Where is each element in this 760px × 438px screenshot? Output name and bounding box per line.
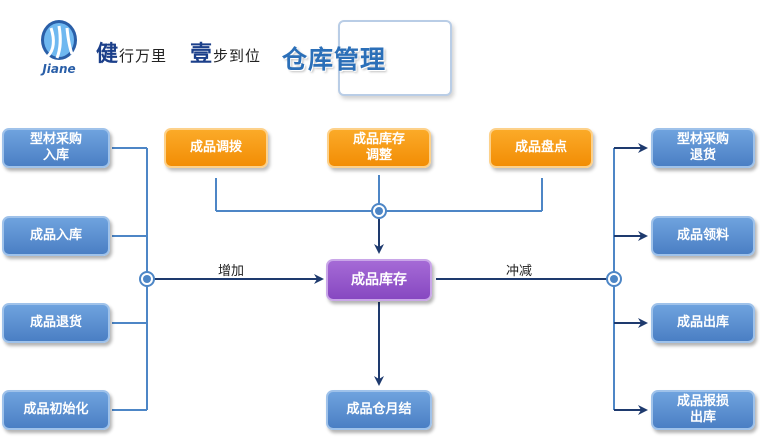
logo-icon: Jiane — [40, 20, 77, 76]
junction-dots — [139, 203, 622, 287]
node-product-scrap-out[interactable]: 成品报损 出库 — [651, 390, 755, 430]
slogan-2-rest: 步到位 — [213, 47, 262, 65]
company-logo: Jiane — [28, 16, 90, 76]
node-product-init[interactable]: 成品初始化 — [2, 390, 110, 430]
slogan-1-rest: 行万里 — [119, 47, 168, 65]
node-inventory-adjust[interactable]: 成品库存 调整 — [327, 128, 431, 168]
svg-text:Jiane: Jiane — [40, 62, 75, 76]
page-title: 仓库管理 — [282, 45, 387, 74]
edge-label-offset: 冲减 — [506, 264, 533, 279]
node-product-return[interactable]: 成品退货 — [2, 303, 110, 343]
node-product-inventory[interactable]: 成品库存 — [326, 259, 432, 301]
node-profile-purchase-return[interactable]: 型材采购 退货 — [651, 128, 755, 168]
node-product-transfer[interactable]: 成品调拨 — [164, 128, 268, 168]
slogan-2-big: 壹 — [190, 42, 214, 67]
slogan-1: 健行万里 — [96, 36, 167, 68]
node-profile-purchase-in[interactable]: 型材采购 入库 — [2, 128, 110, 168]
node-month-close[interactable]: 成品仓月结 — [326, 390, 432, 430]
node-product-stocktake[interactable]: 成品盘点 — [489, 128, 593, 168]
node-product-requisition[interactable]: 成品领料 — [651, 216, 755, 256]
slogan-1-big: 健 — [96, 42, 120, 67]
slogan-2: 壹步到位 — [190, 36, 261, 68]
title-frame — [338, 20, 452, 96]
node-product-in[interactable]: 成品入库 — [2, 216, 110, 256]
edge-label-increase: 增加 — [218, 264, 245, 279]
node-product-out[interactable]: 成品出库 — [651, 303, 755, 343]
